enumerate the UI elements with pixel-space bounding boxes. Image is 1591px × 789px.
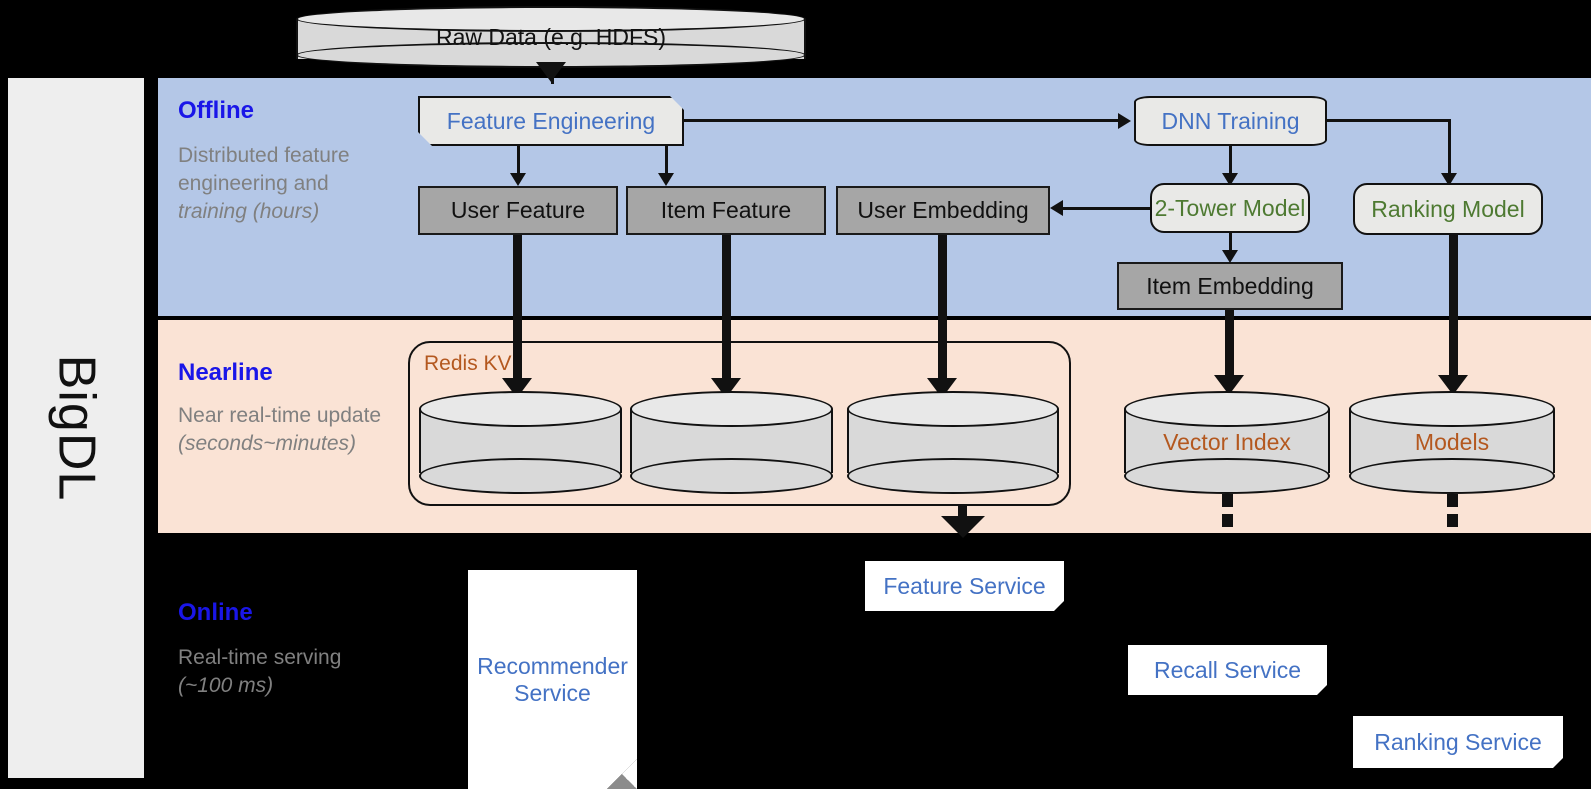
feed-user-feature (513, 235, 522, 383)
user-feature-label: User Feature (450, 197, 586, 224)
two-tower-model-node[interactable]: 2-Tower Model (1150, 183, 1310, 233)
online-sub-em: (~100 ms) (178, 673, 274, 697)
recall-service-label: Recall Service (1154, 656, 1301, 683)
dnn-training-node[interactable]: DNN Training (1134, 96, 1327, 146)
edge-dnn-twotower-arrow (1222, 173, 1238, 186)
bigdl-label: BigDL (8, 78, 144, 778)
edge-vectorindex-dash-2 (1222, 514, 1233, 527)
ranking-model-label: Ranking Model (1371, 195, 1525, 222)
edge-redis-featureservice-arrow (941, 516, 985, 538)
raw-data-cylinder: Raw Data (e.g. HDFS) (296, 6, 806, 68)
nearline-band-subtitle: Near real-time update (seconds~minutes) (178, 402, 418, 458)
feed-item-feature (722, 235, 731, 383)
item-embedding-label: Item Embedding (1146, 272, 1314, 299)
item-embedding-node[interactable]: Item Embedding (1117, 262, 1343, 310)
recommender-service-label: Recommender Service (477, 653, 628, 706)
raw-data-label: Raw Data (e.g. HDFS) (435, 23, 667, 50)
edge-models-dash-2 (1447, 514, 1458, 527)
recommender-service-node[interactable]: Recommender Service (468, 570, 637, 789)
user-embedding-label: User Embedding (857, 197, 1029, 224)
offline-band-title: Offline (178, 97, 254, 124)
edge-fe-dnn (684, 119, 1118, 122)
edge-rawdata-fe-arrow (536, 62, 566, 82)
edge-twotower-userembedding (1063, 207, 1151, 210)
feed-ranking-model (1449, 235, 1458, 380)
edge-fe-itemfeature-arrow (658, 173, 674, 186)
offline-sub-em: training (hours) (178, 199, 320, 223)
ranking-service-node[interactable]: Ranking Service (1353, 716, 1563, 768)
redis-store-2[interactable] (630, 391, 833, 494)
feature-engineering-label: Feature Engineering (446, 107, 656, 134)
redis-kv-container (408, 341, 1071, 506)
edge-fe-itemfeature (665, 146, 668, 176)
online-sub-plain: Real-time serving (178, 646, 342, 669)
ranking-service-label: Ranking Service (1374, 728, 1542, 755)
edge-dnn-ranking-v (1448, 119, 1451, 177)
feed-item-embedding-arrow (1214, 375, 1244, 395)
recall-service-node[interactable]: Recall Service (1128, 645, 1327, 695)
user-feature-node[interactable]: User Feature (418, 186, 618, 235)
feature-engineering-node[interactable]: Feature Engineering (418, 96, 684, 146)
online-band-subtitle: Real-time serving (~100 ms) (178, 644, 418, 700)
edge-dnn-ranking-arrow (1441, 173, 1457, 186)
redis-kv-label: Redis KV (424, 352, 512, 375)
nearline-band-title: Nearline (178, 359, 273, 386)
feature-service-label: Feature Service (883, 572, 1046, 599)
edge-fe-dnn-arrow (1118, 113, 1131, 129)
bigdl-rail: BigDL (8, 78, 144, 778)
feature-service-node[interactable]: Feature Service (865, 561, 1064, 611)
nearline-sub-em: (seconds~minutes) (178, 431, 356, 455)
two-tower-model-label: 2-Tower Model (1154, 194, 1306, 221)
edge-redis-featureservice (958, 504, 967, 520)
bigdl-label-text: BigDL (47, 354, 106, 502)
edge-vectorindex-dash-1 (1222, 494, 1233, 507)
edge-twotower-itemembedding-arrow (1222, 250, 1238, 263)
models-cylinder[interactable]: Models (1349, 391, 1555, 494)
online-band-title: Online (178, 599, 253, 626)
edge-dnn-ranking-h (1327, 119, 1450, 122)
offline-band-subtitle: Distributed feature engineering and trai… (178, 142, 378, 226)
item-feature-node[interactable]: Item Feature (626, 186, 826, 235)
models-label: Models (1414, 429, 1490, 455)
user-embedding-node[interactable]: User Embedding (836, 186, 1050, 235)
vector-index-cylinder[interactable]: Vector Index (1124, 391, 1330, 494)
nearline-sub-plain: Near real-time update (178, 404, 382, 427)
edge-fe-userfeature-arrow (510, 173, 526, 186)
ranking-model-node[interactable]: Ranking Model (1353, 183, 1543, 235)
dnn-training-label: DNN Training (1161, 107, 1300, 134)
vector-index-label: Vector Index (1163, 429, 1291, 455)
redis-store-3[interactable] (847, 391, 1059, 494)
edge-fe-userfeature (517, 146, 520, 176)
item-feature-label: Item Feature (660, 197, 792, 224)
edge-twotower-itemembedding (1229, 233, 1232, 255)
edge-dnn-twotower (1229, 146, 1232, 176)
feed-ranking-model-arrow (1438, 375, 1468, 395)
redis-store-1[interactable] (419, 391, 622, 494)
offline-sub-plain: Distributed feature engineering and (178, 144, 350, 195)
edge-twotower-userembedding-arrow (1050, 200, 1063, 216)
feed-user-embedding (938, 235, 947, 383)
feed-item-embedding (1225, 310, 1234, 380)
edge-models-dash-1 (1447, 494, 1458, 507)
